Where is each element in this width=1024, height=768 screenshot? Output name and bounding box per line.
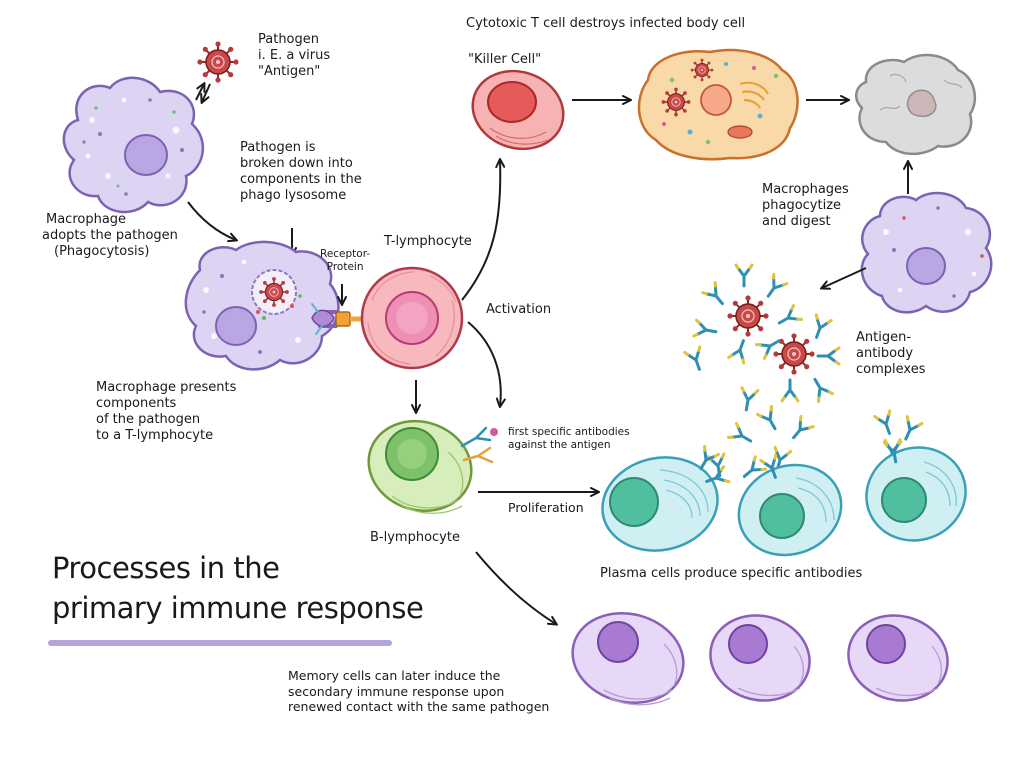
- destroyed-cell: [854, 53, 977, 155]
- label-plasma-cells: Plasma cells produce specific antibodies: [600, 566, 863, 581]
- page-title: Processes in the primary immune response: [52, 548, 424, 628]
- title-line-2: primary immune response: [52, 591, 424, 625]
- b-lymphocyte-cell: [367, 419, 498, 514]
- label-macrophage-adopts: Macrophage adopts the pathogen (Phagocyt…: [42, 212, 178, 259]
- memory-cell-1: [571, 611, 685, 706]
- arrow-phagocytosis: [187, 201, 236, 240]
- label-activation: Activation: [486, 302, 552, 317]
- killer-cell: [471, 69, 565, 151]
- antigen-antibody-complexes: [683, 263, 841, 404]
- arrow-macrophage-to-virus: [202, 83, 211, 102]
- title-underline: [48, 640, 392, 646]
- memory-cell-3: [847, 614, 949, 702]
- t-lymphocyte-cell: [360, 266, 464, 370]
- label-t-lymphocyte: T-lymphocyte: [384, 234, 472, 249]
- label-cytotoxic: Cytotoxic T cell destroys infected body …: [466, 16, 746, 31]
- label-antigen-antibody: Antigen-antibody complexes: [856, 330, 926, 377]
- plasma-cell-1: [601, 444, 731, 552]
- arrow-t-to-killer: [461, 160, 500, 301]
- arrow-b-to-memory: [475, 551, 556, 624]
- arrow-virus-to-macrophage: [195, 84, 204, 101]
- memory-cell-2: [709, 614, 811, 702]
- macrophage-top: [62, 76, 205, 214]
- infected-body-cell: [637, 48, 799, 161]
- macrophage-presenting: [184, 240, 340, 371]
- plasma-cell-2: [737, 453, 843, 557]
- arrow-macrophage-to-complexes: [822, 267, 867, 288]
- label-proliferation: Proliferation: [508, 500, 584, 515]
- arrow-activation: [467, 321, 501, 406]
- plasma-cell-3: [865, 438, 967, 542]
- label-killer-cell: "Killer Cell": [468, 52, 542, 67]
- title-line-1: Processes in the: [52, 551, 280, 585]
- label-b-lymphocyte: B-lymphocyte: [370, 530, 460, 545]
- pathogen-virus-top: [196, 40, 240, 84]
- label-receptor-protein: Receptor-Protein: [320, 248, 371, 273]
- macrophage-right: [860, 191, 993, 314]
- receptor-protein: [311, 303, 366, 335]
